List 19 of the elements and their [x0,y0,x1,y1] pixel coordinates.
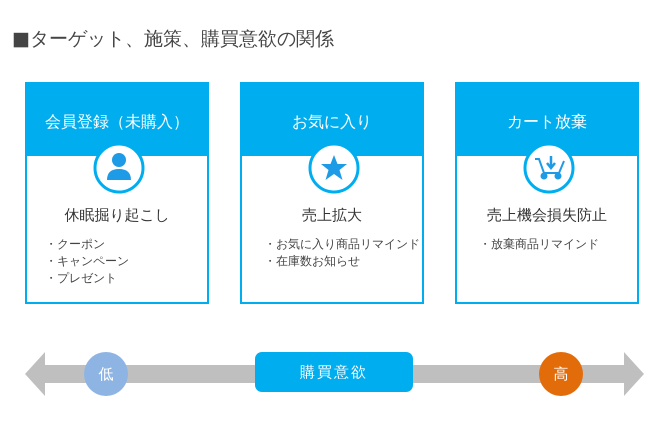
bullet-item: ・在庫数お知らせ [264,253,360,269]
title: ■ターゲット、施策、購買意欲の関係 [12,27,334,52]
card-subtitle: 売上拡大 [301,206,363,225]
card-subtitle: 休眠掘り起こし [64,206,170,225]
target-card [25,82,209,304]
bullet-item: ・プレゼント [45,270,117,286]
bullet-item: ・放棄商品リマインド [479,236,599,252]
high-level-badge: 高 [539,352,583,396]
bullet-item: ・お気に入り商品リマインド [264,236,420,252]
low-level-badge: 低 [84,352,128,396]
bullet-item: ・キャンペーン [45,253,129,269]
card-subtitle: 売上機会損失防止 [486,206,608,225]
target-card [240,82,424,304]
card-title: 会員登録（未購入） [44,112,190,133]
bullet-item: ・クーポン [45,236,105,252]
target-card [455,82,639,304]
scale-label-box: 購買意欲 [255,352,413,392]
card-title: カート放棄 [506,112,588,133]
card-title: お気に入り [291,112,373,133]
